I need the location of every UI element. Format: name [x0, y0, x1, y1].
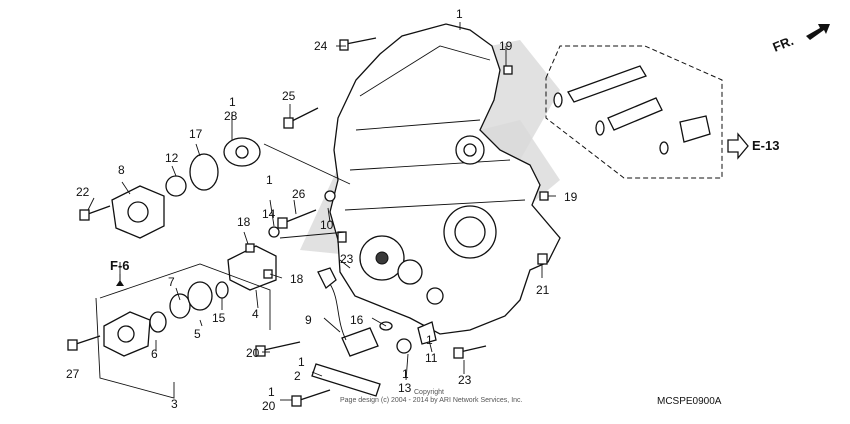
reference-e13: E-13 [752, 138, 779, 153]
callout-1: 1 [266, 173, 273, 187]
callout-7: 7 [168, 275, 175, 289]
callout-20: 20 [262, 399, 276, 413]
callout-10: 10 [320, 218, 334, 232]
inset-box [545, 45, 723, 179]
callout-22: 22 [76, 185, 90, 199]
leader-lines [87, 22, 556, 401]
bolts [67, 37, 549, 407]
callout-18: 18 [290, 272, 304, 286]
callout-2: 2 [294, 369, 301, 383]
callout-1: 1 [456, 7, 463, 21]
callout-16: 16 [350, 313, 364, 327]
callout-11: 11 [425, 351, 438, 365]
copyright-line-2: Page design (c) 2004 - 2014 by ARI Netwo… [340, 397, 523, 404]
crankcase-cover [329, 23, 561, 335]
callout-13: 13 [398, 381, 412, 395]
callout-6: 6 [151, 347, 158, 361]
callout-9: 9 [305, 313, 312, 327]
reference-f6-arrowhead [116, 280, 124, 286]
callout-8: 8 [118, 163, 125, 177]
callout-1: 1 [298, 355, 305, 369]
callout-1: 1 [268, 385, 275, 399]
copyright-line-1: Copyright [414, 389, 444, 396]
callout-28: 28 [224, 109, 238, 123]
reference-f6: F-6 [110, 258, 130, 273]
reference-arrow-icon [727, 132, 749, 160]
callout-26: 26 [292, 187, 306, 201]
callout-20: 20 [246, 346, 260, 360]
callout-3: 3 [171, 397, 178, 411]
callout-24: 24 [314, 39, 328, 53]
callout-19: 19 [499, 39, 513, 53]
orientation-arrow-icon [806, 24, 830, 40]
callout-15: 15 [212, 311, 226, 325]
diagram-code: MCSPE0900A [657, 396, 722, 407]
callout-25: 25 [282, 89, 296, 103]
callout-23: 23 [340, 252, 354, 266]
callout-17: 17 [189, 127, 203, 141]
callout-1: 1 [402, 367, 409, 381]
callout-12: 12 [165, 151, 179, 165]
callout-19: 19 [564, 190, 578, 204]
callout-4: 4 [252, 307, 259, 321]
callout-21: 21 [536, 283, 550, 297]
callout-5: 5 [194, 327, 201, 341]
left-parts [103, 137, 437, 397]
callout-1: 1 [229, 95, 236, 109]
callout-23: 23 [458, 373, 472, 387]
callout-14: 14 [262, 207, 276, 221]
callout-27: 27 [66, 367, 80, 381]
callout-18: 18 [237, 215, 251, 229]
callout-1: 1 [426, 333, 433, 347]
orientation-label: FR. [771, 33, 796, 55]
